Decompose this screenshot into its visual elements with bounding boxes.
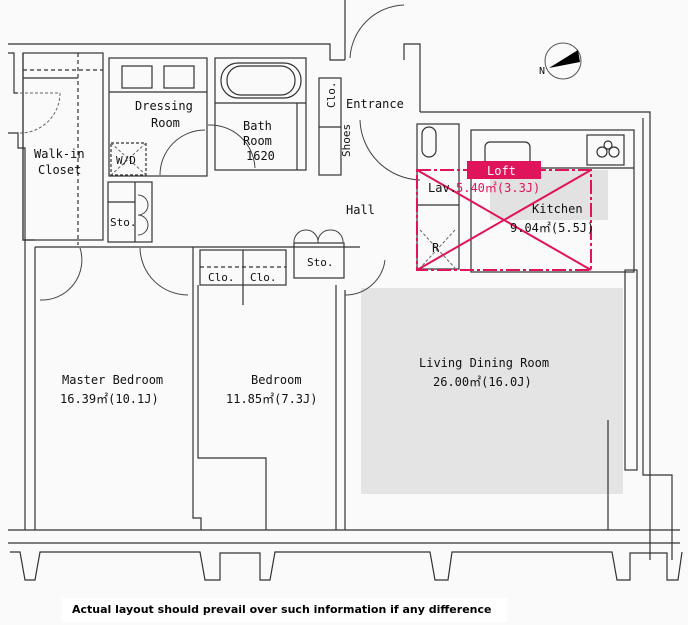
north-compass-icon: N: [539, 42, 582, 80]
washer-dryer-label: W/D: [116, 154, 136, 167]
walls: [8, 0, 683, 581]
walk-in-closet-label-2: Closet: [38, 163, 81, 177]
entrance-closet-label: Clo.: [325, 82, 338, 109]
dressing-room-label: Dressing: [135, 99, 193, 113]
bath-room-label: Bath: [243, 119, 272, 133]
closet-label-2: Clo.: [250, 271, 277, 284]
closet-label-1: Clo.: [208, 271, 235, 284]
dashed-swings: [19, 92, 456, 269]
bath-room-label-2: Room: [243, 134, 272, 148]
bath-size-label: 1620: [246, 149, 275, 163]
living-dining-label: Living Dining Room: [419, 356, 549, 370]
living-dining-floor: [361, 288, 623, 494]
door-swings: [39, 4, 421, 301]
disclaimer-text: Actual layout should prevail over such i…: [62, 598, 507, 622]
compass-north-label: N: [539, 66, 545, 77]
refrigerator-label: R: [432, 241, 440, 255]
master-bedroom-label: Master Bedroom: [62, 373, 163, 387]
kitchen-label: Kitchen: [532, 202, 583, 216]
bedroom-label: Bedroom: [251, 373, 302, 387]
living-dining-area-label: 26.00㎡(16.0J): [433, 375, 532, 389]
shoes-label: Shoes: [340, 124, 353, 157]
lavatory-label: Lav.: [428, 181, 457, 195]
walk-in-closet-label: Walk-in: [34, 147, 85, 161]
entrance-label: Entrance: [346, 97, 404, 111]
master-bedroom-area-label: 16.39㎡(10.1J): [60, 392, 159, 406]
bedroom-area-label: 11.85㎡(7.3J): [226, 392, 317, 406]
loft-badge: [467, 161, 541, 179]
loft-overlay: [416, 161, 592, 271]
storage-hall-label: Sto.: [307, 256, 334, 269]
loft-label: Loft: [487, 164, 516, 178]
loft-area-label: 5.40㎡(3.3J): [456, 181, 540, 195]
kitchen-area-label: 9.04㎡(5.5J): [510, 221, 594, 235]
storage-label: Sto.: [110, 216, 137, 229]
dressing-room-label-2: Room: [151, 116, 180, 130]
hall-label: Hall: [346, 203, 375, 217]
